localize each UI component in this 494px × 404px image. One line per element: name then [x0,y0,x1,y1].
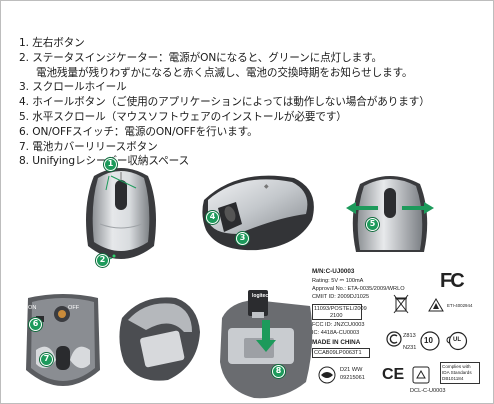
legend-item-7: 7. 電池カバーリリースボタン [19,140,158,153]
legend-item-5: 5. 水平スクロール（マウスソフトウェアのインストールが必要です） [19,110,347,123]
fc-logo: FC [440,270,465,292]
fcc-id: FCC ID: JNZCU0003 [312,322,365,328]
ida-line-2: IDA Standards [442,370,472,375]
svg-text:◆: ◆ [264,184,269,190]
korea-mark-icon [318,366,336,384]
legend-item-1: 1. 左右ボタン [19,37,85,49]
posel-box [312,304,362,320]
ce-logo: CE [382,366,405,383]
callout-8: 8 [272,365,285,378]
mouse-tilt-wheel-illustration [346,176,434,252]
c-tick-icon [386,331,402,347]
callout-4: 4 [206,211,219,224]
callout-6: 6 [29,318,42,331]
z813-label: Z813 [403,333,416,339]
legend-item-2: 2. ステータスインジケーター：電源がONになると、グリーンに点灯します。 [19,51,383,64]
model-number: M/N:C-UJ0003 [312,268,355,275]
on-label: ON [28,305,37,311]
rating-text: Rating: 5V ⎓ 100mA [312,278,364,284]
ic-number: IC: 4418A-CU0003 [312,330,360,336]
d21-code: D21 WW [340,367,363,373]
posel-line-1: 11093/POSTEL/2009 [314,306,367,312]
callout-1: 1 [104,158,117,171]
ten-year-badge-icon [420,331,440,351]
ccc-box [312,348,370,358]
eti-triangle-icon [428,298,444,312]
callout-5: 5 [366,218,379,231]
eti-number: ETI-4002944 [447,303,473,308]
ida-line-1: Complies with [442,364,471,369]
mouse-side-view-illustration: ◆ [202,175,314,251]
legend-item-4: 4. ホイールボタン（ご使用のアプリケーションによっては動作しない場合があります… [19,96,430,109]
recycle-mark-icon [412,366,430,384]
d21-code-2: 09215061 [340,375,365,381]
legend-item-2-continued: 電池残量が残りわずかになると赤く点滅し、電池の交換時期をお知らせします。 [36,66,413,79]
n231-label: N231 [403,345,417,351]
dcl-code: DCL-C-U0003 [410,388,446,394]
weee-bin-icon [393,294,409,314]
posel-line-2: 2100 [330,313,343,319]
cul-mark-icon [446,331,468,351]
callout-3: 3 [236,232,249,245]
ccc-box-text: CCAB09LP0063T1 [314,350,362,356]
cul-mark-text: UL [453,337,461,343]
legend-item-6: 6. ON/OFFスイッチ：電源のON/OFFを行います。 [19,125,258,138]
receiver-brand-label: logitech [252,293,272,299]
mouse-top-view-illustration [86,168,156,262]
receiver-storage-illustration [220,290,313,399]
cmiit-id: CMIIT ID: 2009DJ1025 [312,294,370,300]
off-label: OFF [68,305,80,311]
approval-number: Approval No.: ETA-0035/2009/WRLO [312,286,405,292]
legend-item-3: 3. スクロールホイール [19,81,127,94]
ida-box [440,362,480,384]
ten-year-badge-text: 10 [424,336,433,345]
callout-2: 2 [96,254,109,267]
callout-7: 7 [40,353,53,366]
ida-line-3: DB101184 [442,376,464,381]
made-in-china: MADE IN CHINA [312,339,361,346]
mouse-open-battery-illustration [119,297,200,381]
